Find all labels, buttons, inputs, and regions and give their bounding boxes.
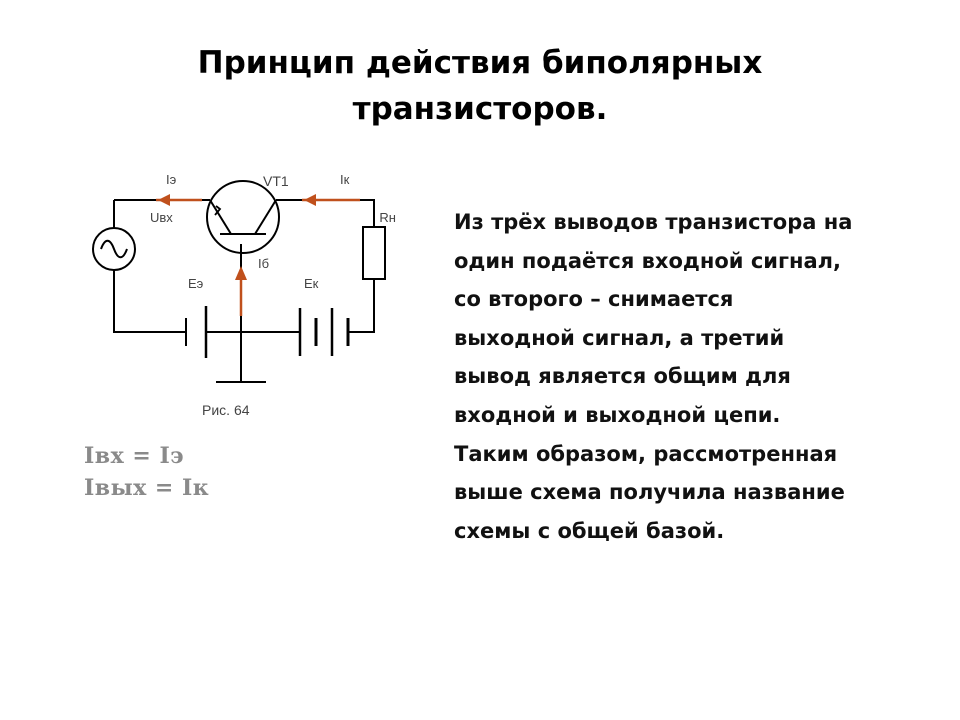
- body-line: Из трёх выводов транзистора на: [454, 210, 853, 234]
- body-line: один подаётся входной сигнал,: [454, 248, 842, 273]
- title-line-1: Принцип действия биполярных: [197, 45, 763, 81]
- body-line: со второго – снимается: [454, 287, 734, 312]
- label-ik: Iк: [340, 172, 350, 187]
- body-text: Из трёх выводов транзистора на один пода…: [454, 203, 924, 550]
- transistor-vt1: [206, 180, 280, 254]
- label-ie: Iэ: [166, 172, 177, 187]
- body-line: выходной сигнал, а третий: [454, 325, 785, 350]
- circuit-wires: [113, 199, 375, 383]
- body-line: Таким образом, рассмотренная: [454, 441, 838, 466]
- transistor-emitter-arrow: [214, 205, 222, 216]
- formula-block: Iвх = Iэ Iвых = Iк: [84, 440, 209, 504]
- wire-left-lower: [113, 270, 186, 333]
- body-line: вывод является общим для: [454, 364, 791, 389]
- body-line: выше схема получила название: [454, 480, 845, 505]
- signal-generator: [92, 227, 136, 271]
- wire-right-lower: [348, 279, 375, 333]
- generator-circle: [92, 227, 136, 271]
- slide-title: Принцип действия биполярных транзисторов…: [120, 40, 840, 132]
- figure-caption: Рис. 64: [202, 402, 250, 418]
- formula-output-current: Iвых = Iк: [84, 475, 210, 501]
- battery-emitter: [185, 306, 208, 358]
- title-line-2: транзисторов.: [352, 91, 608, 127]
- label-ek: Eк: [304, 276, 319, 291]
- label-uin: Uвх: [150, 210, 173, 225]
- base-current-arrow: [235, 266, 247, 280]
- battery-collector: [298, 308, 350, 356]
- label-ee: Eэ: [188, 276, 204, 291]
- transistor-emitter-lead: [209, 199, 232, 235]
- load-resistor: [362, 226, 386, 280]
- body-line: входной и выходной цепи.: [454, 402, 781, 427]
- current-arrows: [156, 194, 360, 316]
- label-ib: Iб: [258, 256, 269, 271]
- circuit-diagram: Iэ VT1 Iк Uвх Rн Iб Eэ Eк Рис. 64: [92, 172, 396, 418]
- body-line: схемы с общей базой.: [454, 518, 725, 543]
- transistor-body: [206, 180, 280, 254]
- label-rn: Rн: [379, 210, 396, 225]
- label-vt1: VT1: [263, 173, 289, 189]
- wire-collector-top: [276, 199, 375, 227]
- generator-sine: [100, 239, 128, 259]
- formula-input-current: Iвх = Iэ: [84, 443, 185, 469]
- circuit-labels: Iэ VT1 Iк Uвх Rн Iб Eэ Eк Рис. 64: [150, 172, 396, 418]
- transistor-collector-lead: [254, 199, 277, 235]
